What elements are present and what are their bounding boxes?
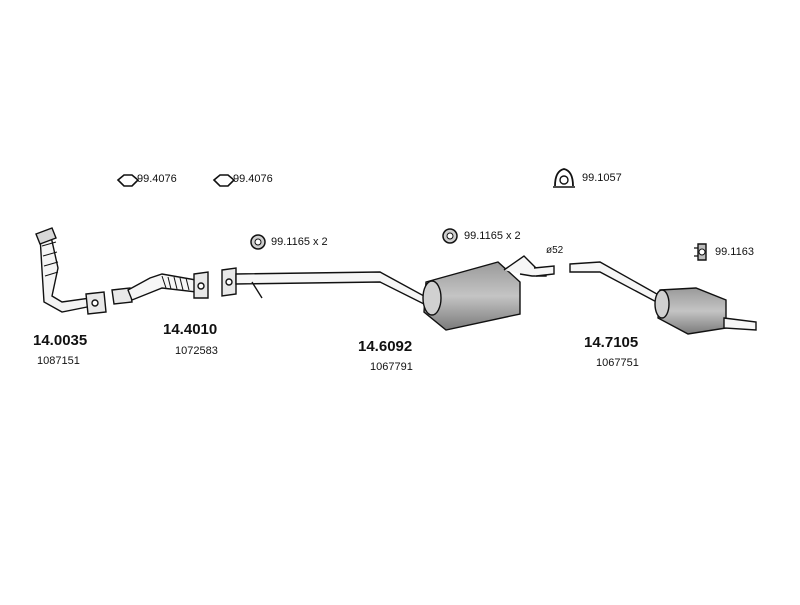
oe-number: 1087151 xyxy=(37,355,80,367)
catalytic-converter-pipe xyxy=(35,227,107,315)
accessory-code: 99.4076 xyxy=(137,173,177,185)
diameter-label: ø52 xyxy=(546,245,564,256)
oe-number: 1067751 xyxy=(596,357,639,369)
gasket-ring-icon xyxy=(212,174,236,187)
part-number: 14.4010 xyxy=(163,321,218,338)
flex-pipe xyxy=(111,271,209,305)
bracket-icon xyxy=(694,243,707,261)
rubber-hanger-icon xyxy=(442,228,458,244)
part-number: 14.7105 xyxy=(584,334,639,351)
clamp-icon xyxy=(553,168,575,188)
accessory-code: 99.1165 x 2 xyxy=(271,236,328,248)
accessory-code: 99.1057 xyxy=(582,172,622,184)
accessory-code: 99.1163 xyxy=(715,246,754,258)
accessory-code: 99.4076 xyxy=(233,173,273,185)
oe-number: 1072583 xyxy=(175,345,218,357)
part-number: 14.6092 xyxy=(358,338,413,355)
gasket-ring-icon xyxy=(116,174,140,187)
part-number: 14.0035 xyxy=(33,332,88,349)
accessory-code: 99.1165 x 2 xyxy=(464,230,521,242)
rear-silencer xyxy=(569,261,757,335)
centre-silencer xyxy=(221,255,555,331)
oe-number: 1067791 xyxy=(370,361,413,373)
rubber-hanger-icon xyxy=(250,234,266,250)
